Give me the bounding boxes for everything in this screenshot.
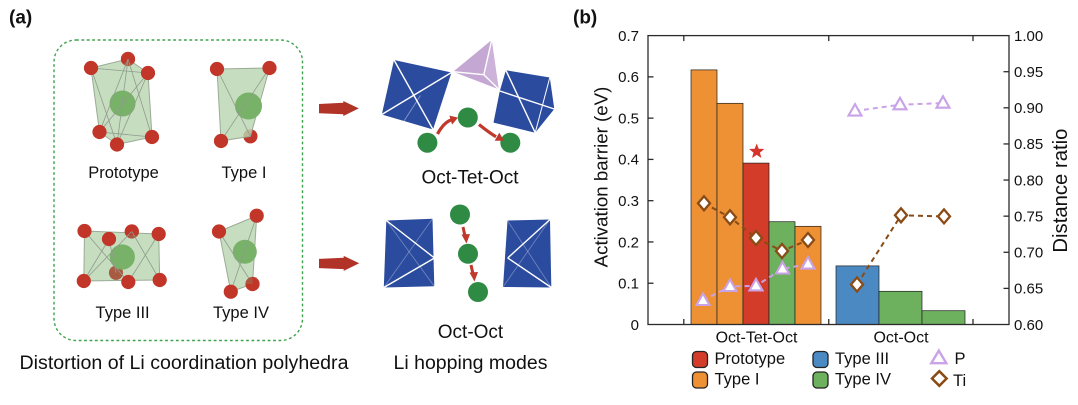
svg-text:Type IV: Type IV — [213, 304, 269, 322]
svg-text:0.85: 0.85 — [1014, 136, 1043, 153]
svg-text:Activation barrier (eV): Activation barrier (eV) — [591, 87, 612, 268]
svg-text:0.5: 0.5 — [618, 110, 639, 127]
svg-text:0.80: 0.80 — [1014, 172, 1043, 189]
svg-text:Oct-Oct: Oct-Oct — [438, 322, 504, 343]
svg-text:Type III: Type III — [96, 304, 150, 322]
svg-text:0.6: 0.6 — [618, 69, 639, 86]
svg-text:Distance ratio: Distance ratio — [1050, 129, 1072, 253]
svg-text:Ti: Ti — [953, 372, 966, 390]
svg-text:0.3: 0.3 — [618, 193, 639, 210]
svg-text:Oct-Tet-Oct: Oct-Tet-Oct — [716, 330, 798, 347]
svg-text:Type III: Type III — [835, 350, 889, 368]
svg-text:0.95: 0.95 — [1014, 64, 1043, 81]
svg-text:0.90: 0.90 — [1014, 100, 1043, 117]
svg-text:1.00: 1.00 — [1014, 28, 1043, 45]
svg-text:0.65: 0.65 — [1014, 281, 1043, 298]
svg-text:0.1: 0.1 — [618, 276, 639, 293]
svg-text:0.70: 0.70 — [1014, 245, 1043, 262]
svg-text:0.2: 0.2 — [618, 234, 639, 251]
svg-text:0.75: 0.75 — [1014, 209, 1043, 226]
svg-text:Type I: Type I — [715, 371, 760, 389]
svg-text:P: P — [955, 350, 966, 368]
svg-text:0: 0 — [631, 317, 639, 334]
svg-text:0.4: 0.4 — [618, 152, 639, 169]
svg-text:(a): (a) — [9, 8, 32, 29]
svg-text:Type IV: Type IV — [835, 371, 891, 389]
svg-text:Prototype: Prototype — [88, 164, 159, 182]
svg-text:(b): (b) — [573, 8, 597, 29]
svg-text:Li hopping modes: Li hopping modes — [394, 352, 548, 374]
svg-text:Type I: Type I — [222, 164, 267, 182]
svg-text:0.7: 0.7 — [618, 28, 639, 45]
svg-text:Oct-Tet-Oct: Oct-Tet-Oct — [421, 168, 519, 189]
svg-text:Prototype: Prototype — [715, 350, 786, 368]
svg-text:Distortion of Li coordination: Distortion of Li coordination polyhedra — [20, 352, 349, 374]
svg-text:Oct-Oct: Oct-Oct — [873, 330, 929, 347]
svg-text:0.60: 0.60 — [1014, 317, 1043, 334]
